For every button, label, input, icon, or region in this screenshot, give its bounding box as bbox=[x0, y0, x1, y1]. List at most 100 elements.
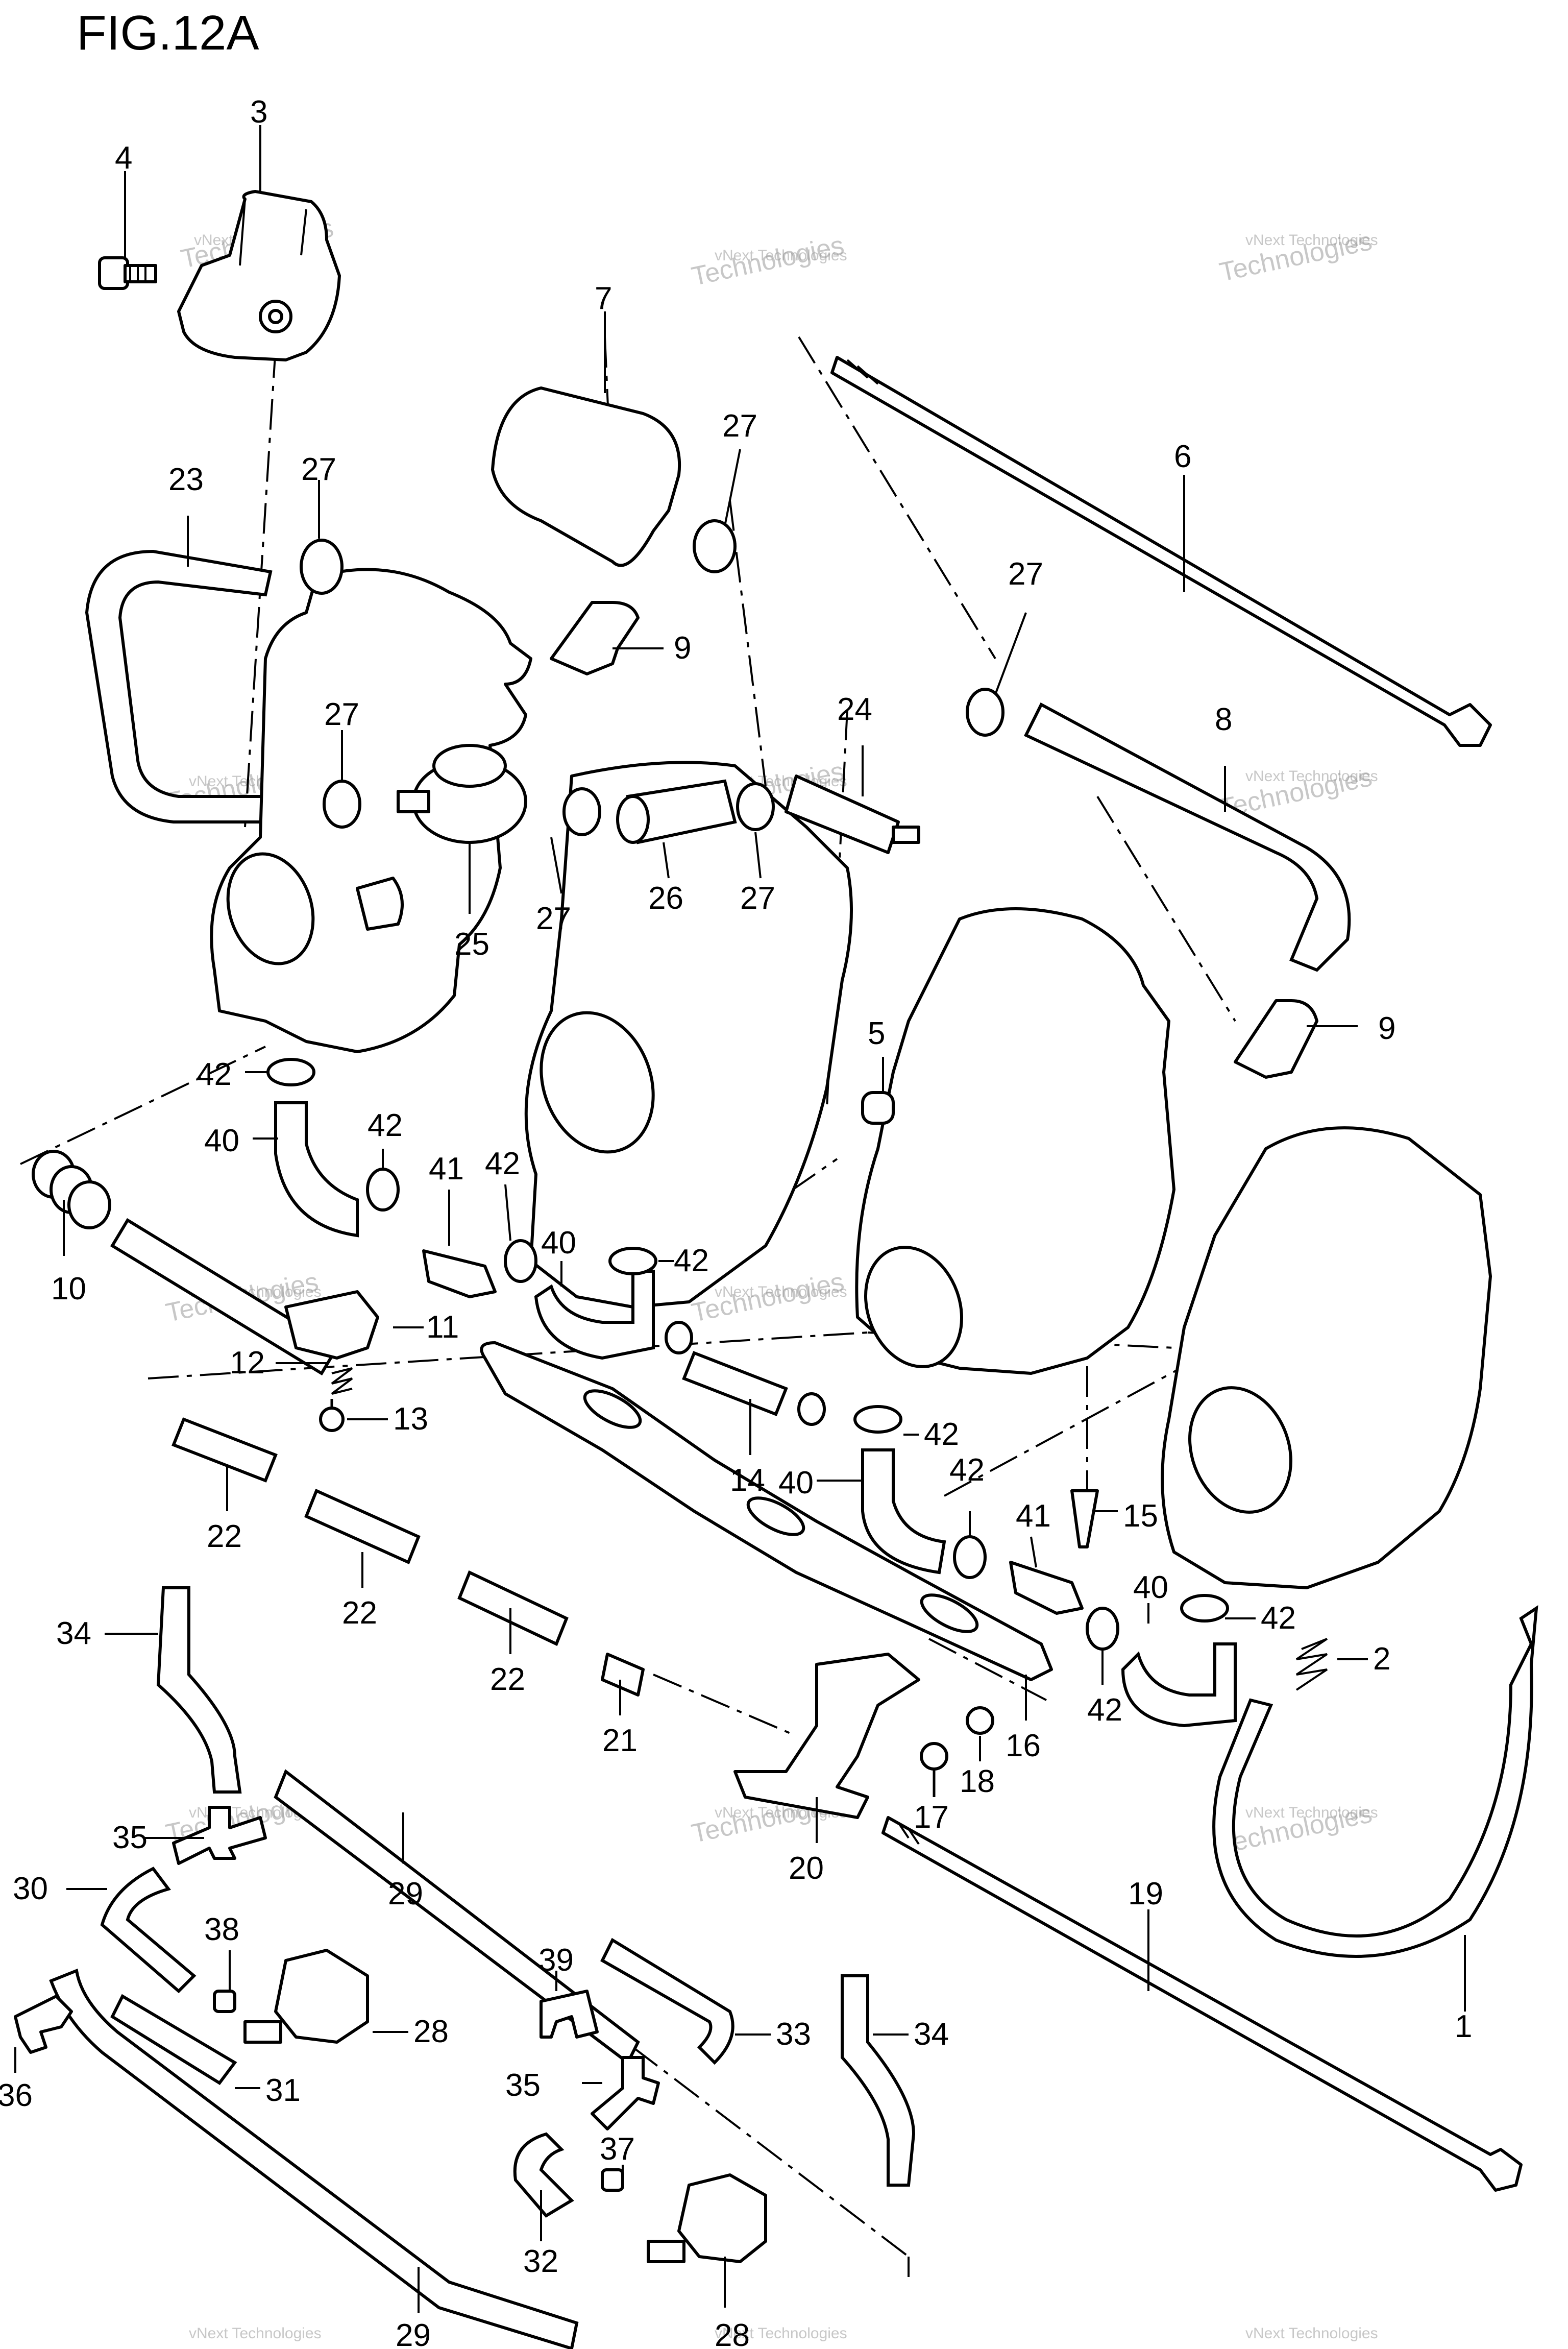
part-11-bracket bbox=[284, 1290, 379, 1360]
svg-text:vNext Technologies: vNext Technologies bbox=[715, 1284, 847, 1300]
svg-text:vNext Technologies: vNext Technologies bbox=[1245, 2325, 1378, 2342]
callout-27-e: 27 bbox=[536, 901, 571, 936]
part-31-hose bbox=[110, 1994, 237, 2085]
part-22-tube-a bbox=[172, 1417, 278, 1483]
callout-42-h: 42 bbox=[1261, 1601, 1296, 1636]
part-3-bracket bbox=[177, 190, 341, 361]
callout-37: 37 bbox=[600, 2132, 635, 2167]
part-6-rod bbox=[830, 356, 1492, 747]
clamp-42-h bbox=[1180, 1594, 1229, 1622]
part-14-pipe bbox=[682, 1351, 788, 1416]
callout-13: 13 bbox=[393, 1401, 428, 1437]
part-34-hose-b bbox=[841, 1974, 916, 2187]
callout-42-f: 42 bbox=[949, 1452, 985, 1488]
clamp-42-a bbox=[266, 1058, 315, 1086]
svg-text:vNext Technologies: vNext Technologies bbox=[715, 2325, 847, 2342]
callout-16: 16 bbox=[1006, 1728, 1041, 1763]
part-23-hose bbox=[85, 549, 273, 824]
parts-artwork bbox=[14, 190, 1538, 2349]
part-28-valve-a bbox=[243, 1949, 369, 2044]
callout-28-b: 28 bbox=[715, 2318, 750, 2349]
callout-34-a: 34 bbox=[56, 1616, 91, 1651]
callout-2: 2 bbox=[1373, 1641, 1390, 1677]
carburetor-1 bbox=[210, 568, 532, 1053]
callout-20: 20 bbox=[789, 1851, 824, 1886]
clamp-27-a bbox=[300, 539, 344, 595]
part-40-elbow-c bbox=[861, 1448, 946, 1575]
callout-41-a: 41 bbox=[429, 1151, 464, 1186]
callout-28-a: 28 bbox=[413, 2014, 449, 2049]
part-7-hose bbox=[491, 386, 681, 567]
callout-41-b: 41 bbox=[1016, 1498, 1051, 1534]
part-40-elbow-d bbox=[1121, 1642, 1237, 1728]
part-9-fitting-b bbox=[1234, 999, 1318, 1079]
callout-40-a: 40 bbox=[204, 1123, 239, 1158]
callout-27-a: 27 bbox=[301, 452, 336, 487]
part-15 bbox=[1070, 1489, 1099, 1548]
callout-3: 3 bbox=[250, 94, 267, 130]
carburetor-2 bbox=[524, 761, 853, 1309]
callout-42-a: 42 bbox=[197, 1057, 232, 1092]
callout-22-c: 22 bbox=[490, 1662, 525, 1697]
callout-14: 14 bbox=[730, 1463, 765, 1498]
callout-22-a: 22 bbox=[207, 1519, 242, 1554]
callout-10: 10 bbox=[51, 1271, 86, 1306]
part-19-rod bbox=[881, 1816, 1523, 2192]
part-1-cable bbox=[1212, 1605, 1538, 1958]
clamp-27-e bbox=[562, 787, 601, 836]
svg-text:Technologies: Technologies bbox=[689, 230, 847, 292]
callout-31: 31 bbox=[265, 2073, 301, 2108]
callout-38: 38 bbox=[204, 1912, 239, 1947]
callout-34-b: 34 bbox=[914, 2017, 949, 2052]
callout-30: 30 bbox=[13, 1871, 48, 1906]
svg-text:vNext Technologies: vNext Technologies bbox=[1245, 1804, 1378, 1821]
part-24-fitting bbox=[785, 774, 920, 854]
callout-17: 17 bbox=[914, 1800, 949, 1835]
part-4-bolt bbox=[98, 256, 157, 290]
part-13-screw bbox=[319, 1399, 345, 1432]
clamp-42-c bbox=[504, 1239, 537, 1283]
figure-title: FIG.12A bbox=[77, 6, 259, 60]
callout-26: 26 bbox=[648, 881, 683, 916]
clamp-42-e bbox=[853, 1405, 902, 1434]
callout-29-b: 29 bbox=[396, 2318, 431, 2349]
part-8-hose bbox=[1023, 702, 1351, 972]
part-9-fitting-a bbox=[550, 601, 640, 675]
part-28-valve-b bbox=[647, 2173, 767, 2263]
part-10-sleeve bbox=[32, 1150, 111, 1229]
part-32-hose bbox=[513, 2132, 574, 2218]
callout-42-g: 42 bbox=[1087, 1692, 1122, 1728]
callout-5: 5 bbox=[868, 1016, 885, 1051]
callout-40-c: 40 bbox=[778, 1465, 814, 1500]
callout-numbers: 3 4 7 6 23 27 27 27 9 8 27 24 26 27 27 2… bbox=[0, 94, 1472, 2349]
callout-18: 18 bbox=[960, 1764, 995, 1799]
callout-8: 8 bbox=[1215, 702, 1232, 737]
callout-33: 33 bbox=[776, 2017, 811, 2052]
callout-7: 7 bbox=[595, 281, 612, 316]
part-36-fitting bbox=[14, 1995, 73, 2054]
carburetor-4 bbox=[1161, 1126, 1492, 1589]
callout-25: 25 bbox=[454, 927, 489, 962]
carburetor-3 bbox=[855, 907, 1175, 1375]
callout-27-f: 27 bbox=[740, 881, 775, 916]
part-35-tee-b bbox=[591, 2056, 660, 2130]
shaft bbox=[110, 1218, 339, 1376]
callout-1: 1 bbox=[1455, 2009, 1472, 2044]
svg-text:vNext Technologies: vNext Technologies bbox=[189, 2325, 322, 2342]
svg-text:vNext Technologies: vNext Technologies bbox=[715, 247, 847, 264]
callout-40-d: 40 bbox=[1133, 1570, 1168, 1605]
clamp-42-f bbox=[953, 1535, 987, 1579]
callout-24: 24 bbox=[837, 692, 872, 727]
part-35-tee-a bbox=[172, 1806, 267, 1865]
clamp-42-g bbox=[1086, 1607, 1119, 1651]
part-30-hose bbox=[100, 1867, 197, 1994]
callout-29-a: 29 bbox=[388, 1876, 423, 1911]
callout-4: 4 bbox=[115, 140, 132, 176]
part-20-bracket bbox=[733, 1653, 920, 1819]
part-22-tube-b bbox=[304, 1488, 421, 1565]
part-22-tube-c bbox=[457, 1570, 569, 1646]
leader-lines bbox=[14, 125, 1466, 2313]
clamp-42-d bbox=[608, 1247, 657, 1275]
callout-12: 12 bbox=[230, 1345, 265, 1381]
